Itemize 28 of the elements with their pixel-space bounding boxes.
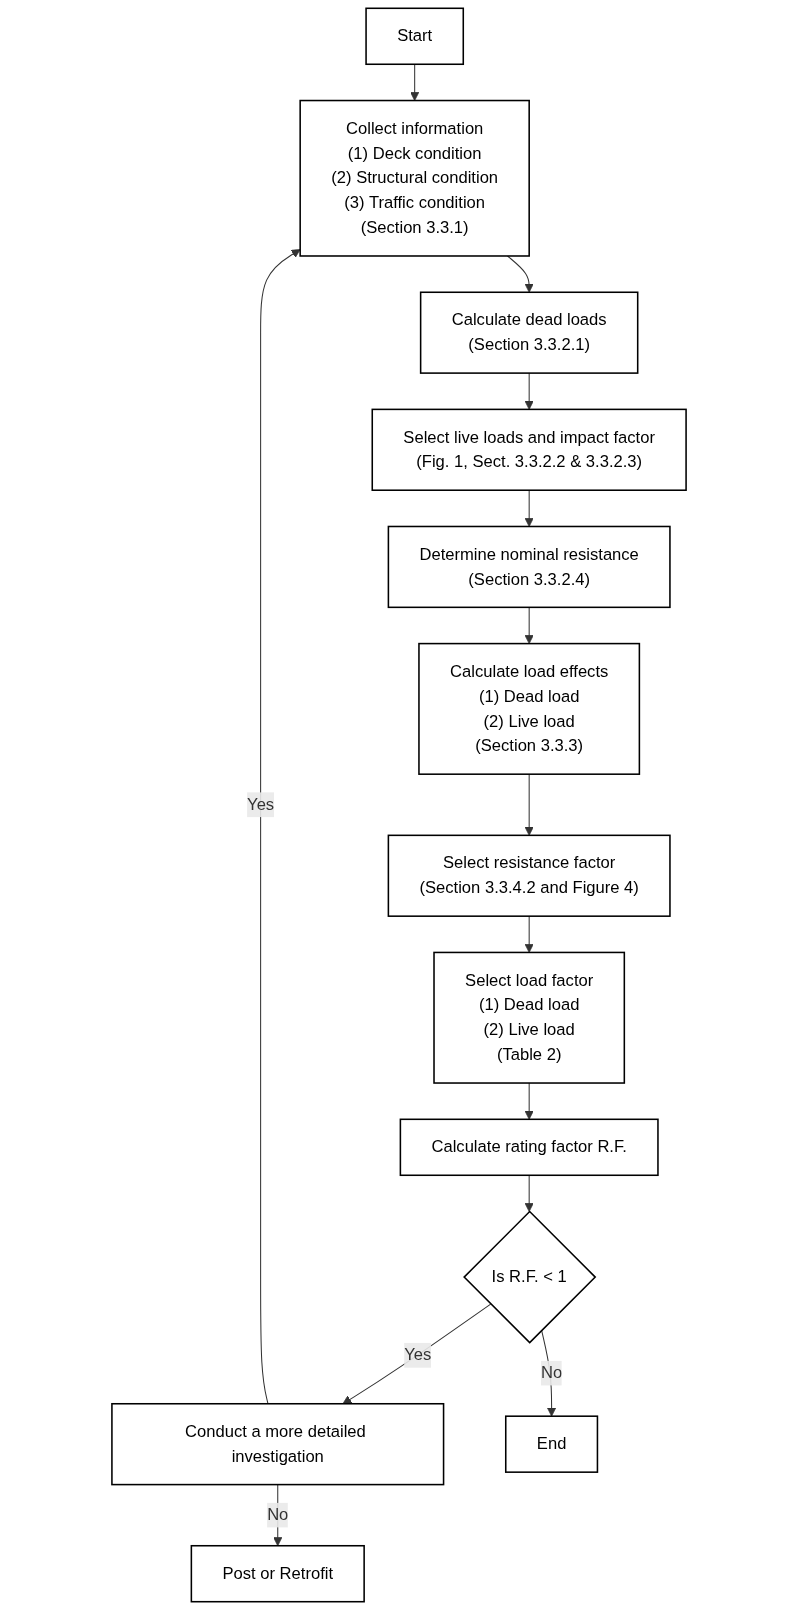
node-box: Calculate dead loads (Section 3.3.2.1) — [419, 291, 639, 374]
node-box: Select load factor (1) Dead load (2) Live load (Table 2) — [433, 951, 626, 1084]
node-box: Calculate load effects (1) Dead load (2) Live load (Section 3.3.3) — [418, 642, 641, 775]
arrow — [507, 255, 534, 293]
edge-label: Yes — [247, 795, 275, 814]
node-box: Calculate rating factor R.F. — [399, 1118, 659, 1177]
edge-label: Yes — [404, 1345, 432, 1364]
arrow — [260, 249, 301, 1405]
node-box: Collect information (1) Deck condition (2) Structural condition (3) Traffic condition (Section 3.3.1) — [299, 99, 530, 257]
node-box: Conduct a more detailed investigation — [111, 1403, 445, 1486]
node-box: Determine nominal resistance (Section 3.3.2.4) — [387, 525, 671, 609]
arrow — [524, 606, 534, 644]
arrow — [524, 489, 534, 527]
node-box: Select resistance factor (Section 3.3.4.2 and Figure 4) — [387, 834, 671, 917]
node-box: Start — [365, 7, 465, 66]
node-diamond: Is R.F. < 1 — [463, 1210, 597, 1344]
arrow — [524, 1082, 534, 1120]
node-box: Select live loads and impact factor (Fig. 1, Sect. 3.3.2.2 & 3.3.2.3) — [371, 408, 687, 491]
arrow — [524, 773, 534, 836]
edge-label: No — [267, 1505, 289, 1524]
arrow — [410, 63, 420, 101]
node-box: Post or Retrofit — [190, 1544, 365, 1603]
arrow — [524, 915, 534, 953]
arrow — [342, 1303, 492, 1405]
arrow — [524, 1174, 534, 1212]
node-box: End — [504, 1415, 599, 1473]
edge-label: No — [541, 1363, 563, 1382]
arrow — [524, 372, 534, 410]
